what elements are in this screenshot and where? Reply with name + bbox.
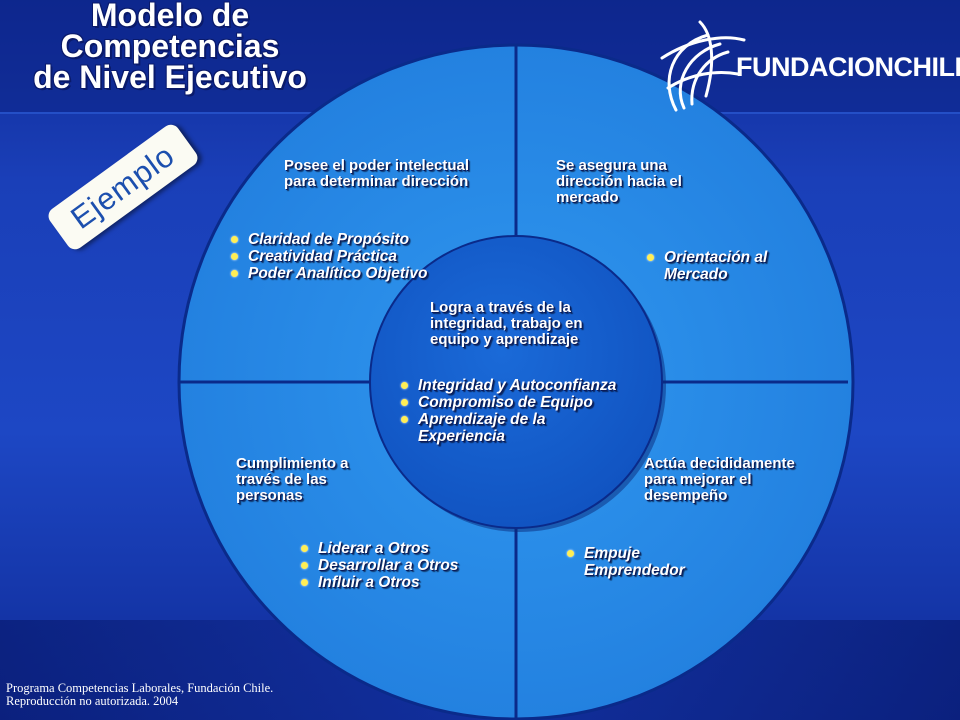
footer-credit: Programa Competencias Laborales, Fundaci… — [6, 682, 273, 708]
list-item-line: Mercado — [664, 266, 728, 283]
list-item: Claridad de Propósito — [228, 231, 427, 248]
title-line-2: Competencias — [60, 28, 280, 64]
quadrant-top-left-list: Claridad de Propósito Creatividad Prácti… — [228, 231, 427, 282]
center-heading: Logra a través de la integridad, trabajo… — [430, 300, 583, 348]
list-item: Desarrollar a Otros — [298, 557, 458, 574]
list-item: Influir a Otros — [298, 574, 458, 591]
center-list: Integridad y Autoconfianza Compromiso de… — [398, 377, 616, 445]
footer-line: Reproducción no autorizada. 2004 — [6, 694, 179, 708]
heading-line: desempeño — [644, 487, 728, 504]
heading-line: Logra a través de la — [430, 299, 571, 316]
list-item: Creatividad Práctica — [228, 248, 427, 265]
list-item: Orientación al Mercado — [644, 249, 767, 283]
list-item: Aprendizaje de la Experiencia — [398, 411, 616, 445]
heading-line: equipo y aprendizaje — [430, 331, 579, 348]
list-item-line: Empuje — [584, 545, 640, 562]
page-title: Modelo de Competencias de Nivel Ejecutiv… — [0, 0, 340, 93]
quadrant-bottom-right-list: Empuje Emprendedor — [564, 545, 685, 579]
list-item: Integridad y Autoconfianza — [398, 377, 616, 394]
quadrant-top-right-list: Orientación al Mercado — [644, 249, 767, 283]
quadrant-top-right-heading: Se asegura una dirección hacia el mercad… — [556, 158, 682, 206]
list-item-line: Experiencia — [418, 428, 506, 445]
list-item: Liderar a Otros — [298, 540, 458, 557]
quadrant-top-left-heading: Posee el poder intelectual para determin… — [284, 158, 469, 190]
heading-line: Posee el poder intelectual — [284, 157, 470, 174]
heading-line: para determinar dirección — [284, 173, 469, 190]
list-item: Compromiso de Equipo — [398, 394, 616, 411]
title-line-3: de Nivel Ejecutivo — [33, 59, 307, 95]
list-item-line: Aprendizaje de la — [418, 411, 546, 428]
heading-line: personas — [236, 487, 303, 504]
heading-line: integridad, trabajo en — [430, 315, 583, 332]
heading-line: Actúa decididamente — [644, 455, 795, 472]
heading-line: mercado — [556, 189, 619, 206]
heading-line: dirección hacia el — [556, 173, 682, 190]
heading-line: Se asegura una — [556, 157, 667, 174]
list-item-line: Emprendedor — [584, 562, 685, 579]
footer-line: Programa Competencias Laborales, Fundaci… — [6, 681, 274, 695]
center-circle — [369, 235, 663, 529]
list-item-line: Orientación al — [664, 249, 768, 266]
list-item: Poder Analítico Objetivo — [228, 265, 427, 282]
competency-wheel — [177, 43, 855, 720]
heading-line: para mejorar el — [644, 471, 752, 488]
heading-line: Cumplimiento a — [236, 455, 349, 472]
quadrant-bottom-right-heading: Actúa decididamente para mejorar el dese… — [644, 456, 795, 504]
logo-wordmark: FUNDACIONCHILE — [736, 52, 960, 82]
heading-line: través de las — [236, 471, 327, 488]
logo-globe-icon — [660, 20, 746, 112]
quadrant-bottom-left-list: Liderar a Otros Desarrollar a Otros Infl… — [298, 540, 458, 591]
quadrant-bottom-left-heading: Cumplimiento a través de las personas — [236, 456, 349, 504]
title-line-1: Modelo de — [90, 0, 250, 33]
list-item: Empuje Emprendedor — [564, 545, 685, 579]
